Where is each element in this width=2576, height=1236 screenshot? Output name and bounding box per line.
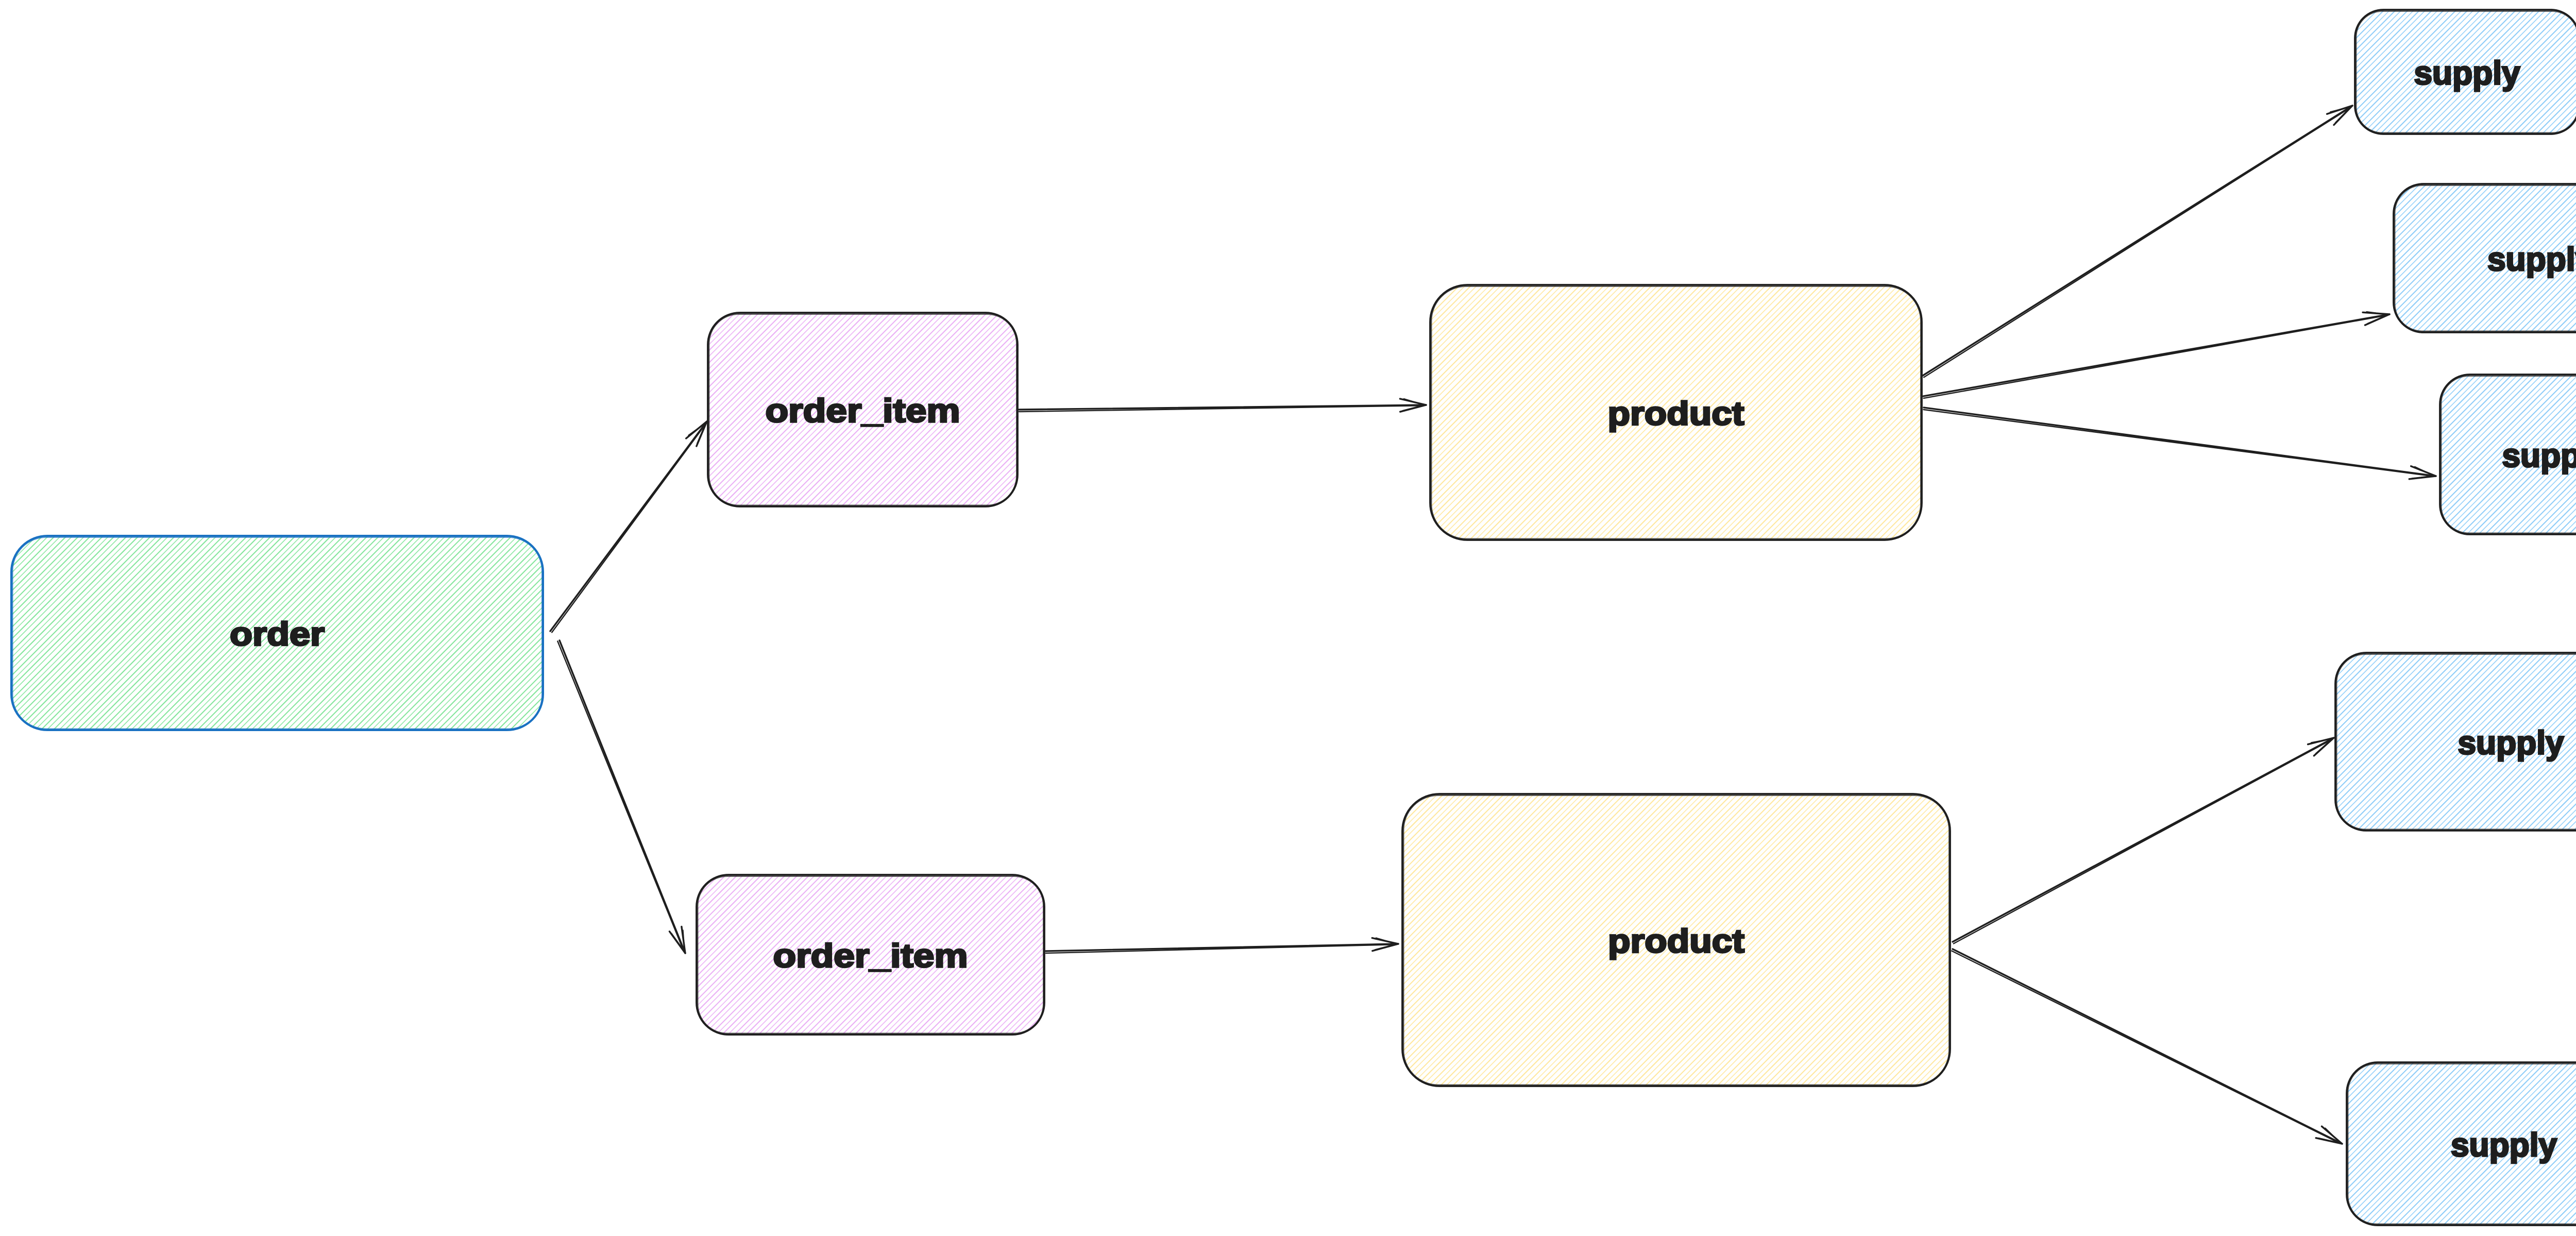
svg-text:supply: supply [2487,241,2576,278]
svg-text:product: product [1608,923,1744,960]
svg-text:order_item: order_item [773,937,968,974]
svg-text:product: product [1608,395,1744,432]
svg-text:supply: supply [2451,1126,2557,1163]
svg-text:supply: supply [2458,724,2564,761]
svg-text:supply: supply [2502,437,2576,474]
svg-text:order: order [230,616,325,653]
svg-text:order_item: order_item [766,392,960,429]
svg-text:supply: supply [2414,55,2520,92]
